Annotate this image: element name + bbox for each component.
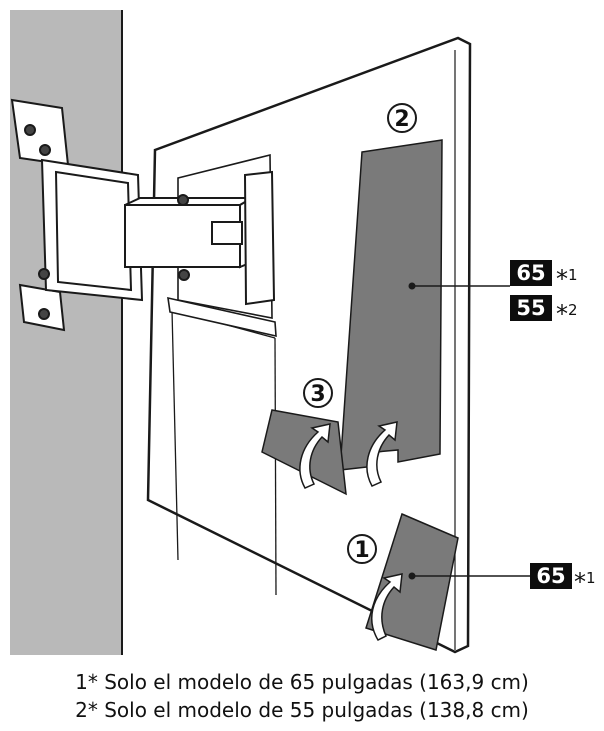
badge-55: 55 <box>510 295 552 321</box>
footnote-1: 1* Solo el modelo de 65 pulgadas (163,9 … <box>75 670 529 694</box>
badge-65-bottom: 65 <box>530 563 572 589</box>
wall-bracket <box>10 98 276 332</box>
step-2-label: 2 <box>394 107 409 132</box>
step-2-marker: 2 <box>387 103 417 133</box>
panel-1 <box>365 512 459 651</box>
attach-arrows <box>299 421 403 641</box>
panel-2 <box>339 139 443 471</box>
step-1-label: 1 <box>354 538 369 563</box>
tv-wall-mount-illustration: 2 3 1 <box>10 10 530 655</box>
step-3-marker: 3 <box>303 378 333 408</box>
footnote-2: 2* Solo el modelo de 55 pulgadas (138,8 … <box>75 698 529 722</box>
callout-leaders <box>408 282 530 580</box>
step-1-marker: 1 <box>347 534 377 564</box>
note-65-bottom: *1 <box>574 568 596 596</box>
badge-65-top: 65 <box>510 260 552 286</box>
note-55: *2 <box>556 300 578 328</box>
step-3-label: 3 <box>310 382 325 407</box>
note-65-top: *1 <box>556 265 578 293</box>
